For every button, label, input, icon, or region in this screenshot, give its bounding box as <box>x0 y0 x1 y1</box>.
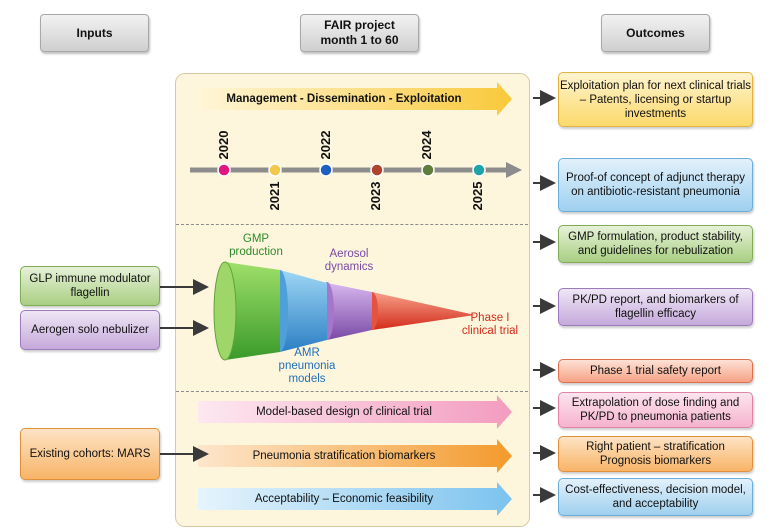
stratification-band-arrow <box>198 439 512 473</box>
outcome-pkpd-report: PK/PD report, and biomarkers of flagelli… <box>558 288 753 326</box>
outcome-proof-of-concept: Proof-of concept of adjunct therapy on a… <box>558 158 753 212</box>
divider-bottom <box>176 391 528 392</box>
management-band-label: Management - Dissemination - Exploitatio… <box>226 93 462 105</box>
management-band: Management - Dissemination - Exploitatio… <box>198 82 512 116</box>
year-label-2025: 2025 <box>470 181 485 211</box>
year-label-2024: 2024 <box>419 130 434 160</box>
outcome-gmp-formulation: GMP formulation, product stability, and … <box>558 225 753 263</box>
model-design-band-label: Model-based design of clinical trial <box>256 406 432 418</box>
cone-amr-segment <box>280 270 327 352</box>
aerosol-dynamics-label: Aerosol dynamics <box>324 248 374 273</box>
year-dot-2020 <box>217 163 231 177</box>
year-dot-2023 <box>370 163 384 177</box>
year-label-2021: 2021 <box>267 181 282 211</box>
input-flagellin: GLP immune modulator flagellin <box>20 266 160 306</box>
phase1-label: Phase I clinical trial <box>461 312 519 337</box>
management-band-arrow <box>198 82 512 116</box>
year-dot-2021 <box>268 163 282 177</box>
cone-phase1-segment <box>372 292 475 330</box>
amr-pneumonia-label: AMR pneumonia models <box>278 347 336 385</box>
year-dot-2022 <box>319 163 333 177</box>
project-header: FAIR project month 1 to 60 <box>300 14 419 52</box>
outcomes-header: Outcomes <box>601 14 710 52</box>
outcome-safety-report: Phase 1 trial safety report <box>558 359 753 383</box>
divider-top <box>176 224 528 225</box>
outcome-cost-effectiveness: Cost-effectiveness, decision model, and … <box>558 478 753 516</box>
cone-aerosol-segment <box>327 283 372 340</box>
year-label-2020: 2020 <box>216 130 231 160</box>
cone-gmp-segment <box>225 262 280 360</box>
stratification-band-label: Pneumonia stratification biomarkers <box>252 450 436 462</box>
model-design-band-arrow <box>198 395 512 429</box>
stratification-band: Pneumonia stratification biomarkers <box>198 439 512 473</box>
timeline-arrowhead <box>506 162 522 178</box>
acceptability-band-arrow <box>198 482 512 516</box>
year-dot-2025 <box>472 163 486 177</box>
outcome-extrapolation: Extrapolation of dose finding and PK/PD … <box>558 392 753 428</box>
outcome-right-patient: Right patient – stratification Prognosis… <box>558 436 753 472</box>
outcome-exploitation-plan: Exploitation plan for next clinical tria… <box>558 72 753 127</box>
input-nebulizer: Aerogen solo nebulizer <box>20 310 160 350</box>
inputs-header: Inputs <box>40 14 149 52</box>
gmp-production-label: GMP production <box>229 233 283 258</box>
acceptability-band-label: Acceptability – Economic feasibility <box>254 493 434 505</box>
year-label-2022: 2022 <box>318 130 333 160</box>
year-label-2023: 2023 <box>368 181 383 211</box>
year-dot-2024 <box>421 163 435 177</box>
input-cohorts: Existing cohorts: MARS <box>20 428 160 480</box>
acceptability-band: Acceptability – Economic feasibility <box>198 482 512 516</box>
model-design-band: Model-based design of clinical trial <box>198 395 512 429</box>
